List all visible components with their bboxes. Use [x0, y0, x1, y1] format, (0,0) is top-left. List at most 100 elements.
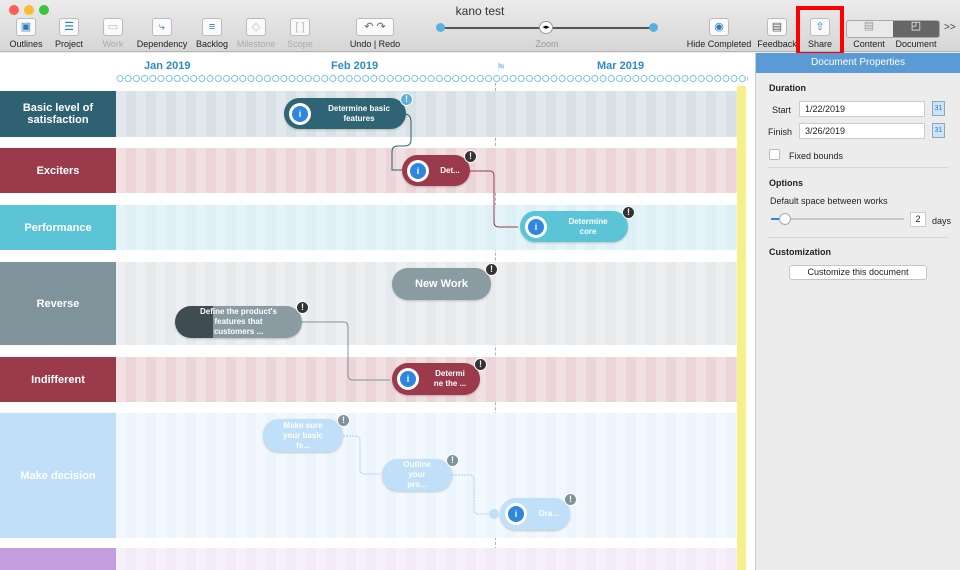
backlog-icon: ≡: [202, 18, 222, 36]
project-button[interactable]: ☰ Project: [39, 18, 99, 49]
zoom-window-button[interactable]: [39, 5, 49, 15]
info-icon[interactable]: i: [407, 159, 429, 182]
info-icon[interactable]: i: [289, 102, 311, 125]
lane-label[interactable]: [0, 548, 116, 570]
scope-icon: [ ]: [290, 18, 310, 36]
dependency-line: [343, 435, 380, 475]
work-item[interactable]: New Work!: [392, 263, 498, 300]
work-item[interactable]: Make sure your basic fe...!: [263, 414, 350, 452]
content-icon: ▤: [863, 20, 875, 32]
lane-performance: Performance: [0, 205, 740, 250]
finish-marker[interactable]: [737, 86, 746, 570]
work-icon: ▭: [103, 18, 123, 36]
customize-document-button[interactable]: Customize this document: [789, 265, 927, 280]
work-label: Det...: [440, 165, 460, 175]
dependency-button[interactable]: ⤷Dependency: [132, 18, 192, 49]
alert-icon[interactable]: !: [446, 454, 459, 467]
divider: [768, 237, 948, 238]
lane-untitled: [0, 548, 740, 570]
project-icon: ☰: [59, 18, 79, 36]
work-label: Determine core: [568, 216, 608, 236]
info-icon[interactable]: i: [525, 215, 547, 238]
space-slider-thumb[interactable]: [779, 213, 791, 225]
work-item[interactable]: Define the product's features that custo…: [175, 301, 309, 338]
lane-label[interactable]: Make decision: [0, 413, 116, 538]
share-button[interactable]: ⇧Share: [796, 18, 844, 49]
space-label: Default space between works: [770, 196, 888, 206]
space-value-field[interactable]: 2: [910, 212, 926, 227]
alert-icon[interactable]: !: [464, 150, 477, 163]
calendar-icon[interactable]: 31: [932, 123, 945, 138]
milestone-button[interactable]: ◇Milestone: [226, 18, 286, 49]
zoom-slider-thumb[interactable]: ◂▸: [539, 21, 553, 34]
work-item[interactable]: i Det...!: [402, 150, 477, 186]
dependency-icon: ⤷: [152, 18, 172, 36]
undo-redo-icon: ↶ ↷: [356, 18, 394, 36]
scope-button[interactable]: [ ] Scope: [270, 18, 330, 49]
undo-redo-button[interactable]: ↶ ↷Undo | Redo: [345, 18, 405, 49]
alert-icon[interactable]: !: [296, 301, 309, 314]
work-item[interactable]: i Determine core!: [520, 206, 635, 242]
outlines-button[interactable]: ▣Outlines: [0, 18, 56, 49]
options-heading: Options: [769, 178, 803, 188]
work-button[interactable]: ▭ Work: [83, 18, 143, 49]
minimize-button[interactable]: [24, 5, 34, 15]
space-slider[interactable]: [771, 218, 904, 220]
share-icon: ⇧: [810, 18, 830, 36]
backlog-button[interactable]: ≡ Backlog: [182, 18, 242, 49]
finish-date-field[interactable]: 3/26/2019: [799, 123, 925, 139]
hide-completed-button[interactable]: ◉ Hide Completed: [684, 18, 754, 49]
label: Document: [895, 39, 937, 49]
lane-label[interactable]: Indifferent: [0, 357, 116, 402]
zoom-min-handle[interactable]: [436, 23, 445, 32]
outlines-icon: ▣: [16, 18, 36, 36]
lane-label[interactable]: Basic level of satisfaction: [0, 91, 116, 137]
lane-label[interactable]: Performance: [0, 205, 116, 250]
label: Scope: [287, 39, 313, 49]
alert-icon[interactable]: !: [337, 414, 350, 427]
duration-heading: Duration: [769, 83, 806, 93]
zoom-max-handle[interactable]: [649, 23, 658, 32]
alert-icon[interactable]: !: [564, 493, 577, 506]
info-icon[interactable]: i: [505, 503, 527, 525]
feedback-button[interactable]: ▤Feedback: [752, 18, 802, 49]
start-date-field[interactable]: 1/22/2019: [799, 101, 925, 117]
label: Work: [102, 39, 124, 49]
days-label: days: [932, 216, 952, 226]
work-item[interactable]: Outline your pro...!: [382, 454, 459, 491]
fixed-bounds-label: Fixed bounds: [789, 151, 844, 161]
alert-icon[interactable]: !: [474, 358, 487, 371]
label: Hide Completed: [686, 39, 752, 49]
lane-label[interactable]: Exciters: [0, 148, 116, 193]
hide-completed-icon: ◉: [709, 18, 729, 36]
work-label: New Work: [415, 278, 468, 290]
document-tab[interactable]: ◰Document: [889, 18, 943, 49]
alert-icon[interactable]: !: [622, 206, 635, 219]
milestone-icon: ◇: [246, 18, 266, 36]
label: Project: [54, 39, 83, 49]
month-label: Jan 2019: [144, 60, 191, 72]
share-highlight-box: [796, 6, 844, 56]
info-icon[interactable]: i: [397, 368, 419, 390]
close-button[interactable]: [9, 5, 19, 15]
dependency-endpoint: [489, 509, 499, 519]
view-segmented-control[interactable]: [846, 20, 940, 38]
more-toolbar-button[interactable]: >>: [944, 22, 956, 33]
document-properties-panel: Document Properties Duration Start 1/22/…: [755, 53, 960, 570]
lane-label[interactable]: Reverse: [0, 262, 116, 345]
work-label: Outline your pro...: [403, 460, 431, 489]
fixed-bounds-checkbox[interactable]: [769, 149, 780, 160]
dependency-lines: [300, 113, 518, 519]
day-ticks[interactable]: [116, 74, 748, 83]
alert-icon[interactable]: !: [400, 93, 413, 106]
today-flag-icon[interactable]: ⚑: [496, 62, 506, 74]
alert-icon[interactable]: !: [485, 263, 498, 276]
content-tab[interactable]: ▤Content: [842, 18, 896, 49]
window-title: kano test: [455, 4, 505, 18]
label: Backlog: [195, 39, 229, 49]
work-label: Define the product's features that custo…: [199, 307, 278, 336]
calendar-icon[interactable]: 31: [932, 101, 945, 116]
